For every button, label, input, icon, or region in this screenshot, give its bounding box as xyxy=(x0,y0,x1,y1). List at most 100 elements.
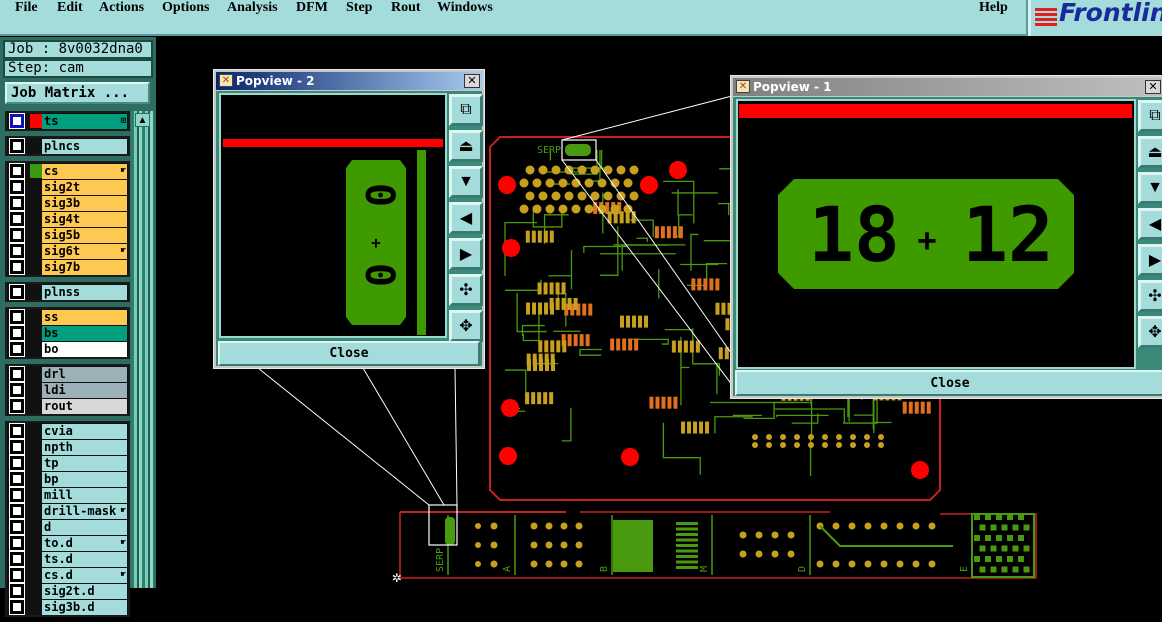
layer-color-swatch[interactable] xyxy=(30,536,42,550)
layer-row-ts[interactable]: ts⊞ xyxy=(7,113,128,129)
layer-row-sig4t[interactable]: sig4t xyxy=(7,211,128,227)
layer-name[interactable]: sig2t.d xyxy=(42,584,127,599)
layer-name[interactable]: sig6t☛ xyxy=(42,244,127,259)
layer-row-ss[interactable]: ss xyxy=(7,309,128,325)
layer-row-sig6t[interactable]: sig6t☛ xyxy=(7,243,128,259)
layer-checkbox[interactable] xyxy=(10,456,24,470)
layer-color-swatch[interactable] xyxy=(30,139,42,153)
pan-left-button[interactable]: ◀ xyxy=(449,202,483,234)
zoom-in-button[interactable]: ✣ xyxy=(449,274,483,306)
layer-checkbox[interactable] xyxy=(10,399,24,413)
layer-row-cs.d[interactable]: cs.d☛ xyxy=(7,567,128,583)
menu-rout[interactable]: Rout xyxy=(391,0,421,16)
menu-dfm[interactable]: DFM xyxy=(296,0,328,16)
layer-checkbox[interactable] xyxy=(10,310,24,324)
menu-help[interactable]: Help xyxy=(979,0,1008,16)
layer-checkbox[interactable] xyxy=(10,600,24,614)
layer-row-drl[interactable]: drl xyxy=(7,366,128,382)
layer-color-swatch[interactable] xyxy=(30,367,42,381)
layer-name[interactable]: sig5b xyxy=(42,228,127,243)
zoom-in-button[interactable]: ✣ xyxy=(1138,280,1162,312)
layer-checkbox[interactable] xyxy=(10,472,24,486)
layer-name[interactable]: sig4t xyxy=(42,212,127,227)
layer-color-swatch[interactable] xyxy=(30,456,42,470)
layer-row-plnss[interactable]: plnss xyxy=(7,284,128,300)
layer-row-bp[interactable]: bp xyxy=(7,471,128,487)
close-icon[interactable]: ✕ xyxy=(1145,80,1161,94)
layer-checkbox[interactable] xyxy=(10,383,24,397)
layer-row-sig3b[interactable]: sig3b xyxy=(7,195,128,211)
menu-windows[interactable]: Windows xyxy=(437,0,493,16)
layer-checkbox[interactable] xyxy=(10,440,24,454)
expand-icon[interactable]: ⊞ xyxy=(121,114,126,128)
layer-name[interactable]: sig2t xyxy=(42,180,127,195)
layer-checkbox[interactable] xyxy=(10,196,24,210)
layer-color-swatch[interactable] xyxy=(30,244,42,258)
layer-color-swatch[interactable] xyxy=(30,520,42,534)
scroll-up-icon[interactable]: ▲ xyxy=(135,113,150,127)
layer-scrollbar[interactable]: ▲ xyxy=(131,111,154,588)
layer-checkbox[interactable] xyxy=(10,504,24,518)
layer-color-swatch[interactable] xyxy=(30,488,42,502)
layer-checkbox[interactable] xyxy=(10,342,24,356)
layer-color-swatch[interactable] xyxy=(30,326,42,340)
layer-color-swatch[interactable] xyxy=(30,383,42,397)
layer-color-swatch[interactable] xyxy=(30,196,42,210)
layer-checkbox[interactable] xyxy=(10,520,24,534)
layer-row-ts.d[interactable]: ts.d xyxy=(7,551,128,567)
layer-row-sig7b[interactable]: sig7b xyxy=(7,259,128,275)
zoom-out-button[interactable]: ✥ xyxy=(1138,316,1162,348)
layer-row-drill-mask[interactable]: drill-mask☛ xyxy=(7,503,128,519)
menu-options[interactable]: Options xyxy=(162,0,209,16)
layer-color-swatch[interactable] xyxy=(30,310,42,324)
layer-name[interactable]: ts⊞ xyxy=(42,114,127,129)
layer-name[interactable]: d xyxy=(42,520,127,535)
layer-checkbox[interactable] xyxy=(10,114,24,128)
close-icon[interactable]: ✕ xyxy=(464,74,480,88)
layer-name[interactable]: cvia xyxy=(42,424,127,439)
popview-2-view[interactable]: 0 + 0 xyxy=(219,93,447,338)
layer-checkbox[interactable] xyxy=(10,488,24,502)
zoom-home-button[interactable]: ⧉ xyxy=(1138,100,1162,132)
layer-checkbox[interactable] xyxy=(10,228,24,242)
layer-checkbox[interactable] xyxy=(10,260,24,274)
layer-name[interactable]: sig7b xyxy=(42,260,127,275)
pan-right-button[interactable]: ▶ xyxy=(449,238,483,270)
popview-2-close-button[interactable]: Close xyxy=(218,341,480,366)
layer-color-swatch[interactable] xyxy=(30,424,42,438)
layer-color-swatch[interactable] xyxy=(30,164,42,178)
menu-actions[interactable]: Actions xyxy=(99,0,144,16)
layer-color-swatch[interactable] xyxy=(30,504,42,518)
layer-checkbox[interactable] xyxy=(10,285,24,299)
layer-name[interactable]: cs☛ xyxy=(42,164,127,179)
layer-color-swatch[interactable] xyxy=(30,228,42,242)
layer-color-swatch[interactable] xyxy=(30,600,42,614)
layer-name[interactable]: ts.d xyxy=(42,552,127,567)
layer-name[interactable]: ldi xyxy=(42,383,127,398)
layer-checkbox[interactable] xyxy=(10,244,24,258)
layer-name[interactable]: npth xyxy=(42,440,127,455)
layer-name[interactable]: sig3b xyxy=(42,196,127,211)
pan-up-button[interactable]: ⏏ xyxy=(1138,136,1162,168)
layer-name[interactable]: plncs xyxy=(42,139,127,154)
layer-color-swatch[interactable] xyxy=(30,552,42,566)
layer-row-tp[interactable]: tp xyxy=(7,455,128,471)
layer-color-swatch[interactable] xyxy=(30,285,42,299)
layer-row-mill[interactable]: mill xyxy=(7,487,128,503)
layer-color-swatch[interactable] xyxy=(30,399,42,413)
layer-row-sig2t[interactable]: sig2t xyxy=(7,179,128,195)
menu-step[interactable]: Step xyxy=(346,0,372,16)
layer-name[interactable]: bp xyxy=(42,472,127,487)
layer-name[interactable]: to.d☛ xyxy=(42,536,127,551)
zoom-out-button[interactable]: ✥ xyxy=(449,310,483,342)
layer-color-swatch[interactable] xyxy=(30,584,42,598)
layer-color-swatch[interactable] xyxy=(30,440,42,454)
layer-name[interactable]: drl xyxy=(42,367,127,382)
layer-name[interactable]: drill-mask☛ xyxy=(42,504,127,519)
layer-checkbox[interactable] xyxy=(10,536,24,550)
layer-row-npth[interactable]: npth xyxy=(7,439,128,455)
layer-color-swatch[interactable] xyxy=(30,472,42,486)
zoom-home-button[interactable]: ⧉ xyxy=(449,94,483,126)
pan-down-button[interactable]: ▼ xyxy=(1138,172,1162,204)
layer-row-bs[interactable]: bs xyxy=(7,325,128,341)
